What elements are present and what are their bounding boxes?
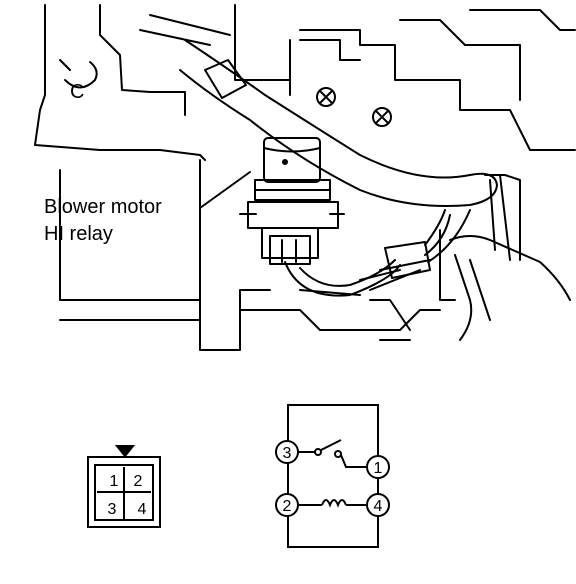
relay-housing-icon [263, 137, 321, 183]
callout-line-2: HI relay [44, 223, 113, 245]
connector-key-triangle-icon [114, 445, 136, 458]
terminal-2-label: 2 [283, 498, 292, 515]
terminal-1-label: 1 [374, 460, 383, 477]
screw-icon [372, 107, 392, 127]
wire-harness [179, 39, 498, 207]
connector-pin-2: 2 [134, 473, 143, 490]
terminal-2 [275, 493, 299, 517]
terminal-4-label: 4 [374, 498, 383, 515]
connector-pin-3: 3 [108, 501, 117, 518]
screw-icon [316, 87, 336, 107]
connector-pin-1: 1 [110, 473, 119, 490]
connector-pin-4: 4 [138, 501, 147, 518]
svg-text:C: C [70, 81, 84, 103]
schematic-box [287, 404, 379, 548]
callout-line-1: Blower motor [44, 196, 162, 218]
connector-outline [87, 456, 161, 528]
coil-icon [321, 499, 347, 508]
body-outline [34, 4, 206, 161]
terminal-3 [275, 440, 299, 464]
terminal-3-label: 3 [283, 445, 292, 462]
terminal-1 [366, 455, 390, 479]
callout-leader [199, 171, 251, 209]
relay-callout-label: Blower motor HI relay [44, 194, 162, 248]
terminal-4 [366, 493, 390, 517]
